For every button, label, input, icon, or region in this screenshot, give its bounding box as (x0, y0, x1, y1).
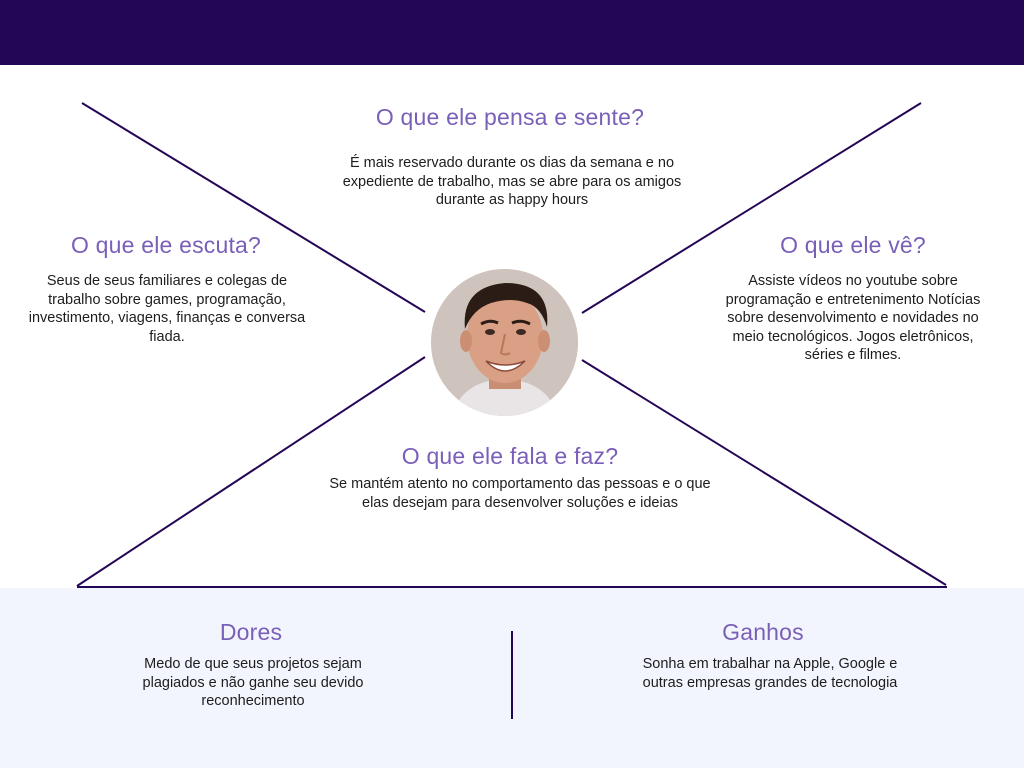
pains-text: Medo de que seus projetos sejam plagiado… (142, 656, 364, 709)
header-bar (0, 0, 1024, 65)
diagonal-top-left (81, 102, 426, 313)
sees-text: Assiste vídeos no youtube sobre programa… (725, 273, 981, 363)
thinks-feels-title: O que ele pensa e sente? (375, 104, 645, 130)
says-does-title: O que ele fala e faz? (401, 443, 619, 469)
sees-title: O que ele vê? (780, 232, 926, 258)
person-avatar (431, 269, 578, 416)
diagonal-bottom-left (76, 356, 426, 587)
pains-title: Dores (219, 619, 283, 645)
person-photo-icon (431, 269, 578, 416)
gains-title: Ganhos (722, 619, 804, 645)
diagonal-bottom-right (581, 359, 947, 586)
hears-text: Seus de seus familiares e colegas de tra… (28, 273, 306, 345)
hears-title: O que ele escuta? (70, 232, 262, 258)
says-does-text: Se mantém atento no comportamento das pe… (329, 476, 711, 511)
thinks-feels-text: É mais reservado durante os dias da sema… (342, 155, 682, 208)
gains-text: Sonha em trabalhar na Apple, Google e ou… (642, 656, 898, 691)
diagonal-top-right (581, 102, 922, 314)
